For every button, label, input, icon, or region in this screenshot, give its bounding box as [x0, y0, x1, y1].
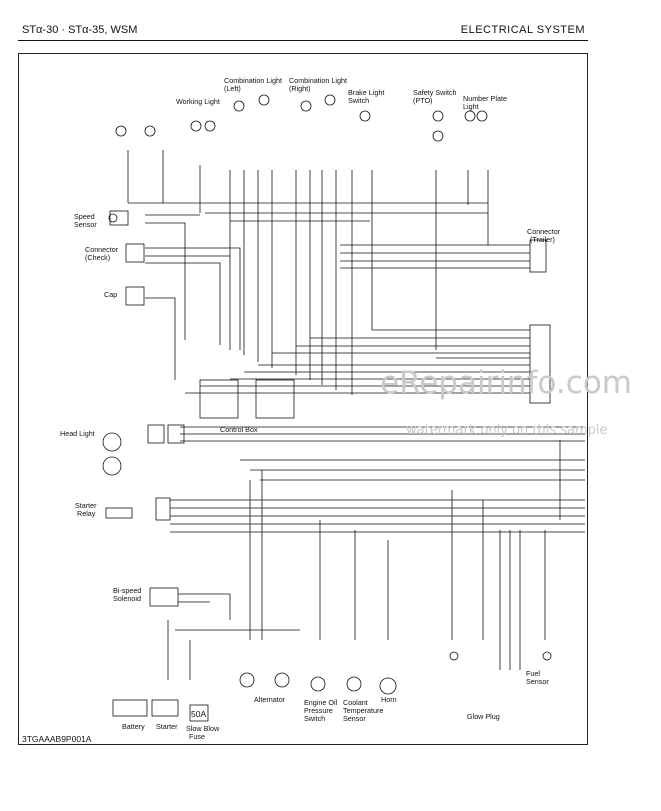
- label-coolant-2: Temperature: [343, 706, 383, 715]
- label-number-1: Number Plate: [463, 94, 507, 103]
- label-fuel-1: Fuel: [526, 669, 540, 678]
- label-brake-2: Switch: [348, 96, 369, 105]
- label-slow-blow-2: Fuse: [189, 732, 205, 741]
- cap-connector: [125, 286, 145, 306]
- label-starter-relay-1: Starter: [75, 501, 97, 510]
- headlight-wires: [180, 426, 585, 481]
- speed-sensor-connector: [109, 210, 129, 226]
- label-control-box: Control Box: [220, 425, 258, 434]
- label-oil-2: Pressure: [304, 706, 333, 715]
- label-combination-right-2: (Right): [289, 84, 311, 93]
- label-glow-plug: Glow Plug: [467, 712, 500, 721]
- label-bispeed-1: Bi-speed: [113, 586, 141, 595]
- label-horn: Horn: [381, 695, 397, 704]
- label-starter: Starter: [156, 722, 178, 731]
- label-alternator: Alternator: [254, 695, 286, 704]
- label-combination-left-1: Combination Light: [224, 76, 282, 85]
- label-coolant-1: Coolant: [343, 698, 368, 707]
- starter-relay-connector: [155, 497, 171, 521]
- label-safety-2: (PTO): [413, 96, 432, 105]
- label-starter-relay-2: Relay: [77, 509, 96, 518]
- bispeed-wires: [178, 593, 231, 620]
- label-oil-1: Engine Oil: [304, 698, 338, 707]
- label-combination-left-2: (Left): [224, 84, 241, 93]
- speed-sensor-wires: [145, 214, 241, 380]
- battery-symbol: [112, 699, 148, 717]
- control-box-left: [199, 379, 239, 419]
- watermark-main: eRepairinfo.com: [380, 365, 632, 401]
- label-slow-blow-1: Slow Blow: [186, 724, 220, 733]
- trailer-wires: [340, 244, 530, 269]
- headlight-connector-a: [147, 424, 165, 444]
- relay-wires: [170, 499, 585, 533]
- watermark-sub: watermark only on this sample: [406, 423, 608, 438]
- label-bispeed-2: Solenoid: [113, 594, 141, 603]
- label-oil-3: Switch: [304, 714, 325, 723]
- lower-drop-wires: [249, 470, 484, 640]
- label-fuel-2: Sensor: [526, 677, 549, 686]
- label-combination-right-1: Combination Light: [289, 76, 347, 85]
- label-speed-2: Sensor: [74, 220, 97, 229]
- label-coolant-3: Sensor: [343, 714, 366, 723]
- battery-wires: [167, 620, 300, 680]
- label-connector-check-2: (Check): [85, 253, 110, 262]
- check-connector: [125, 243, 145, 263]
- label-fuse-rating: 50A: [191, 709, 206, 719]
- bispeed-solenoid: [149, 587, 179, 607]
- label-connector-trailer-1: Connector: [527, 227, 561, 236]
- label-connector-trailer-2: (Trailer): [530, 235, 555, 244]
- label-cap: Cap: [104, 290, 117, 299]
- label-working-light: Working Light: [176, 97, 220, 106]
- figure-code: 3TGAAAB9P001A: [22, 734, 92, 744]
- control-box-right: [255, 379, 295, 419]
- label-battery: Battery: [122, 722, 145, 731]
- top-components: [102, 94, 552, 695]
- top-drop-wires: [127, 150, 489, 395]
- starter-relay: [105, 507, 133, 519]
- label-head-light: Head Light: [60, 429, 95, 438]
- diagram-frame: [18, 53, 588, 745]
- label-safety-1: Safety Switch: [413, 88, 457, 97]
- label-number-2: Light: [463, 102, 479, 111]
- starter-symbol: [151, 699, 179, 717]
- slow-blow-fuse: [189, 704, 209, 722]
- right-connector-wires: [185, 329, 530, 394]
- header-rule: [18, 40, 588, 41]
- label-brake-1: Brake Light: [348, 88, 384, 97]
- right-vertical-wires: [499, 440, 561, 670]
- label-connector-check-1: Connector: [85, 245, 119, 254]
- headlight-connector-b: [167, 424, 185, 444]
- right-main-connector: [529, 324, 551, 404]
- label-speed-1: Speed: [74, 212, 95, 221]
- trailer-connector: [529, 239, 547, 273]
- header-section-title: ELECTRICAL SYSTEM: [460, 24, 585, 36]
- header-model: STα-30 · STα-35, WSM: [22, 24, 138, 36]
